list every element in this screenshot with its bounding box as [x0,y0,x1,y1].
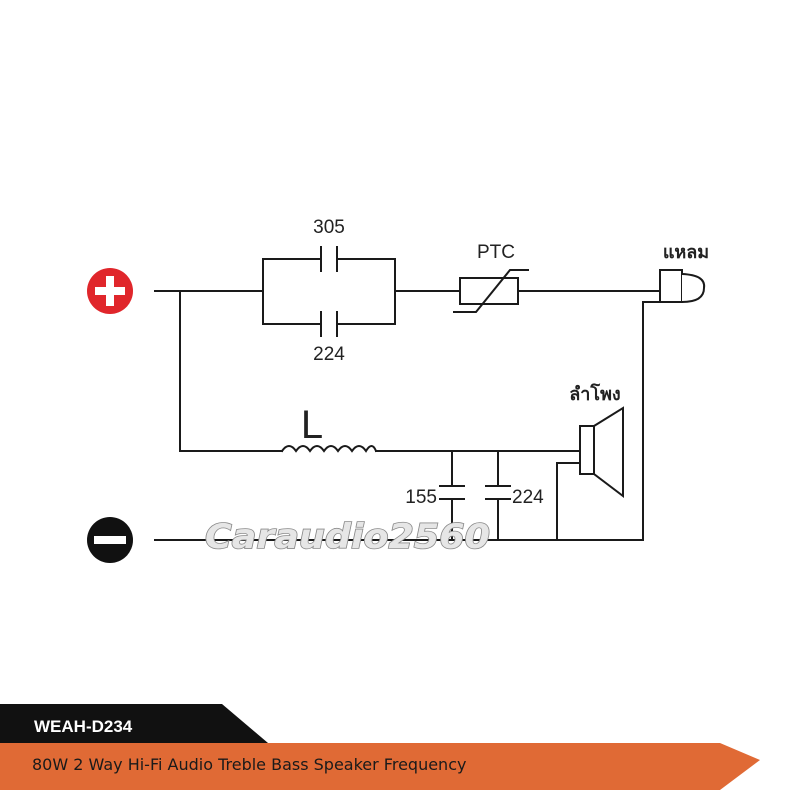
inductor-coil: L [280,403,378,453]
banner-accent-bar [0,743,760,790]
product-banner: WEAH-D234 80W 2 Way Hi-Fi Audio Treble B… [0,704,760,790]
banner-model-bar [0,704,268,743]
banner-model: WEAH-D234 [34,717,133,736]
capacitor-305: 305 [313,217,345,272]
cap-low1-label: 155 [405,487,437,508]
capacitor-155: 155 [405,485,465,508]
plus-icon-v [106,276,114,306]
capacitor-224-low: 224 [485,485,544,508]
minus-icon [94,536,126,544]
banner-description: 80W 2 Way Hi-Fi Audio Treble Bass Speake… [32,755,466,774]
cap-bottom-label: 224 [313,344,345,365]
positive-terminal [87,268,133,314]
tweeter-icon: แหลม [659,242,709,303]
negative-terminal [87,517,133,563]
woofer-label: ลำโพง [569,383,620,404]
ptc-label: PTC [477,242,515,263]
tweeter-label: แหลม [663,242,709,262]
cap-top-label: 305 [313,217,345,238]
wiring [154,258,661,541]
woofer-icon: ลำโพง [569,383,624,499]
cap-low2-label: 224 [512,487,544,508]
ptc-thermistor: PTC [453,242,529,313]
capacitor-224-top: 224 [313,311,345,365]
inductor-label: L [301,403,323,447]
watermark-text: Caraudio2560 [205,517,490,557]
